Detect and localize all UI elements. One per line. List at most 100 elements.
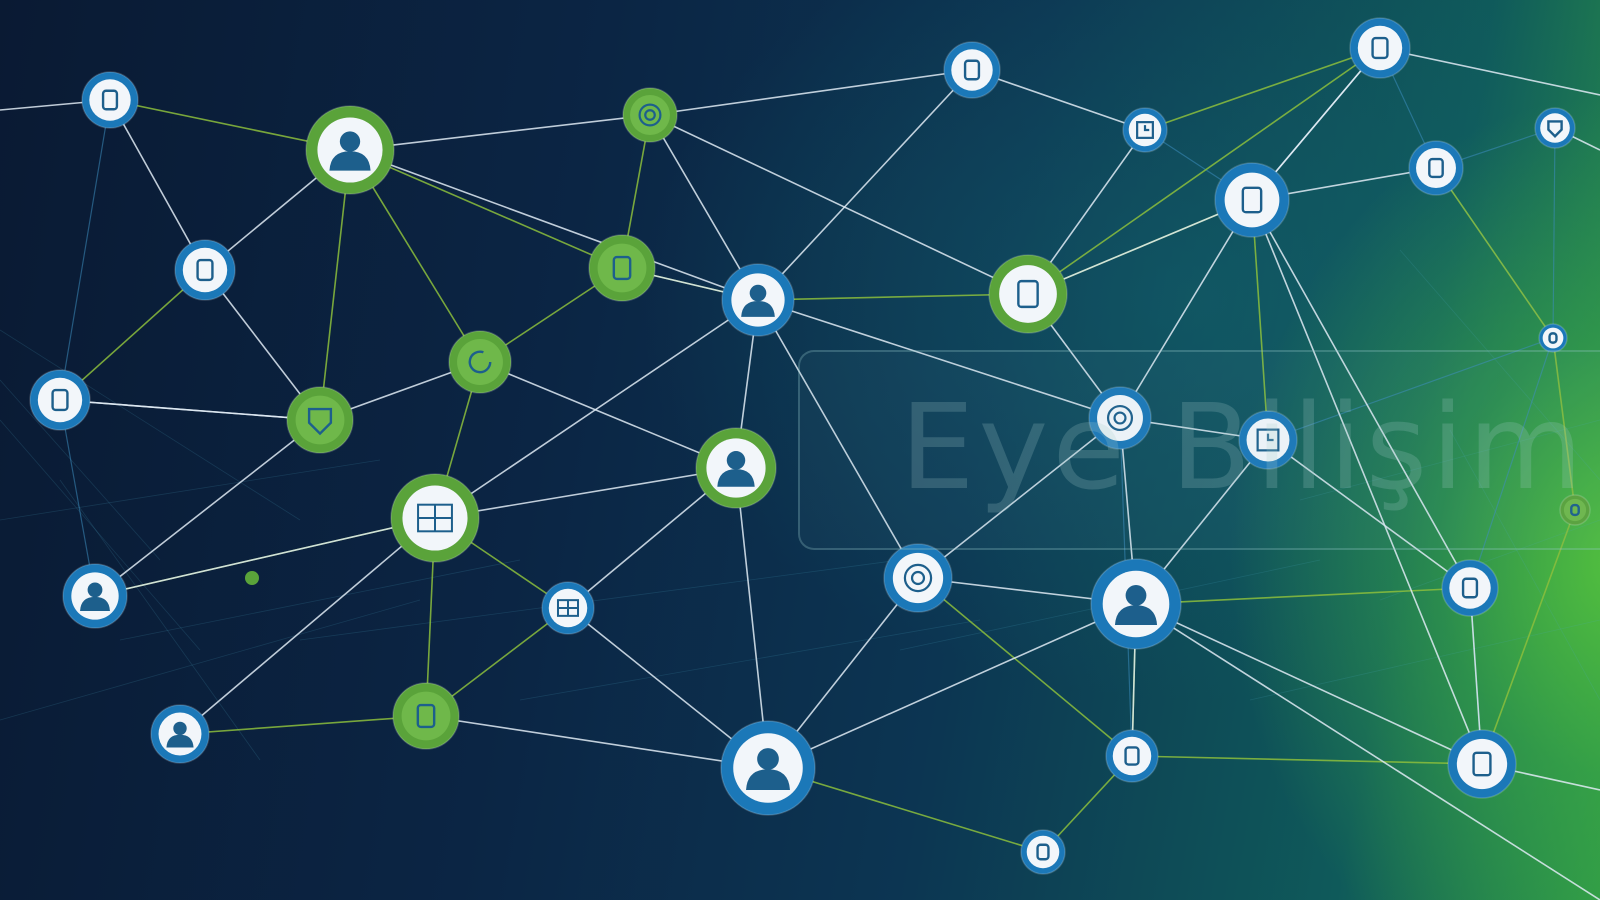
network-node — [883, 543, 953, 613]
network-edge-green — [59, 269, 206, 401]
node-face — [182, 247, 228, 293]
network-edge-white — [349, 149, 759, 301]
network-nodes — [29, 17, 1591, 875]
network-edge-white — [434, 467, 737, 519]
device-icon — [1428, 157, 1444, 179]
mesh-line — [1449, 429, 1600, 701]
network-edge-blue — [59, 399, 96, 597]
network-node — [150, 704, 210, 764]
node-face — [401, 691, 451, 741]
network-node — [1088, 386, 1152, 450]
node-face — [89, 79, 131, 121]
node-face — [1026, 835, 1060, 869]
network-edge-white — [94, 517, 436, 597]
user-icon — [1114, 584, 1158, 626]
shield-icon — [1547, 120, 1563, 138]
node-face — [1416, 148, 1456, 188]
network-edge-blue — [1469, 337, 1554, 589]
network-node — [392, 682, 460, 750]
node-face — [999, 265, 1057, 323]
network-edge-white — [757, 299, 1121, 419]
network-node — [1534, 107, 1576, 149]
mesh-line — [1299, 419, 1600, 501]
badge-icon — [1472, 751, 1492, 777]
network-edge-blue — [1267, 337, 1554, 441]
network-dot — [245, 571, 259, 585]
network-edge-green — [319, 149, 351, 421]
node-face — [457, 339, 503, 385]
network-edge-white — [971, 69, 1146, 131]
node-face — [1542, 327, 1564, 349]
network-edge-white — [917, 417, 1121, 579]
badge-icon — [1548, 332, 1558, 344]
network-edge-white — [109, 99, 206, 271]
network-node — [588, 234, 656, 302]
network-edge-green — [1251, 199, 1269, 441]
network-edge-white — [349, 114, 651, 151]
shield-icon — [307, 407, 333, 436]
node-face — [1563, 498, 1587, 522]
network-node — [1122, 107, 1168, 153]
network-node — [988, 254, 1068, 334]
network-edge-white — [1135, 603, 1600, 900]
network-edge-white — [1119, 199, 1253, 419]
headset-icon — [51, 388, 69, 412]
network-edge-green — [757, 293, 1029, 301]
network-edge-white — [757, 69, 973, 301]
network-node — [1349, 17, 1411, 79]
network-node — [305, 105, 395, 195]
network-edge-white — [1379, 47, 1600, 96]
mesh-line — [119, 559, 521, 641]
network-node — [448, 330, 512, 394]
network-edge-blue — [59, 99, 111, 401]
box-icon — [612, 255, 632, 281]
network-edge-white — [434, 299, 759, 519]
node-face — [1449, 567, 1491, 609]
network-edge-white — [649, 69, 973, 116]
network-node — [29, 369, 91, 431]
network-node — [174, 239, 236, 301]
user-icon — [80, 582, 110, 611]
mesh-line — [0, 599, 421, 721]
user-icon — [166, 721, 194, 748]
network-edge-green — [1135, 587, 1471, 605]
jacket-icon — [416, 703, 436, 729]
network-node — [1538, 323, 1568, 353]
network-node — [286, 386, 354, 454]
network-node — [622, 87, 678, 143]
target-icon — [903, 563, 933, 593]
network-node — [62, 563, 128, 629]
mesh-line — [0, 459, 381, 521]
network-node — [1441, 559, 1499, 617]
node-face — [892, 552, 944, 604]
mesh-line — [519, 619, 981, 701]
node-face — [597, 243, 647, 293]
phone-icon — [196, 258, 214, 282]
network-edge-white — [767, 603, 1137, 769]
network-node — [943, 41, 1001, 99]
network-edge-white — [59, 399, 321, 421]
network-edge-green — [1552, 337, 1576, 511]
network-edge-white — [479, 361, 737, 469]
user-icon — [329, 131, 371, 171]
mesh-line — [0, 329, 301, 521]
lock-icon — [1371, 36, 1389, 60]
network-node — [1559, 494, 1591, 526]
mesh-line — [0, 379, 161, 561]
chat-icon — [963, 59, 981, 81]
node-face — [1357, 25, 1403, 71]
tag-icon — [1461, 577, 1479, 599]
user-icon — [741, 284, 775, 317]
network-edge-white — [649, 114, 1029, 295]
network-edge-green — [349, 149, 623, 269]
clock-icon — [1256, 428, 1280, 452]
leaf-icon — [1570, 503, 1580, 517]
network-node — [1020, 829, 1066, 875]
network-edge-blue — [1552, 127, 1556, 339]
network-node — [390, 473, 480, 563]
node-face — [1540, 113, 1570, 143]
network-node — [1105, 729, 1159, 783]
network-edge-white — [757, 299, 919, 579]
network-edge-white — [425, 715, 769, 769]
